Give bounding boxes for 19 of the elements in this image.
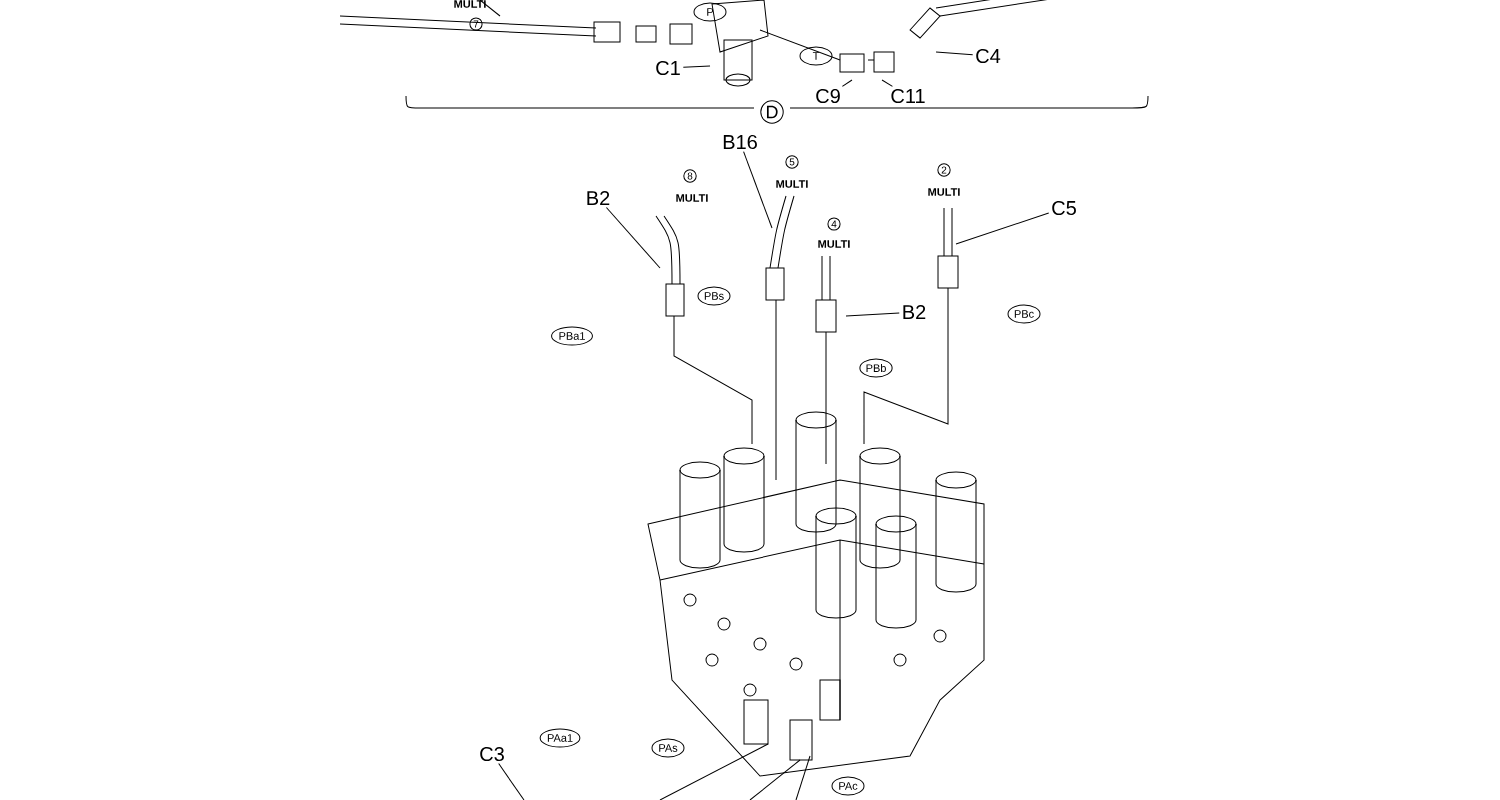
callout-label: C1 [656,60,680,76]
callout-label: C3 [480,746,504,762]
callout-label: C5 [1052,200,1076,216]
leader-line [955,212,1050,245]
leader-line [935,51,974,56]
callout-label: C11 [891,88,925,104]
leader-line [841,79,853,87]
callout-label: C9 [816,88,840,104]
callout-label: B2 [903,305,926,319]
leader-line [605,207,661,269]
leader-line [845,312,900,317]
leader-line [498,763,525,800]
view-label: D [760,100,784,124]
callout-label: C4 [976,48,1001,64]
leader-line [743,151,773,229]
leader-line [682,65,711,68]
callout-label: B16 [723,134,757,150]
leader-line [881,79,893,87]
callout-label: B2 [587,191,610,205]
